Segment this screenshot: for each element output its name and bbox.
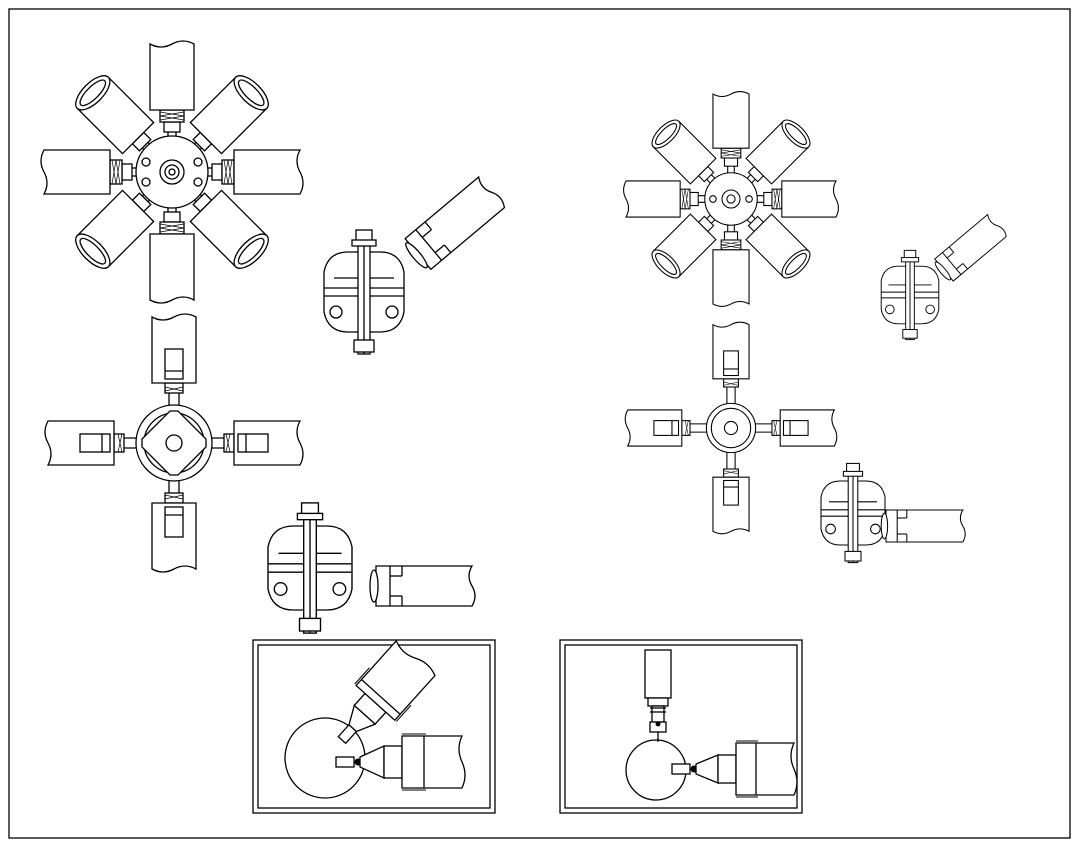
hub-6-spoke-large: [40, 40, 304, 304]
clamp-angled-large: [323, 174, 508, 355]
drawing-border: [8, 8, 1071, 839]
hub-6-spoke-small: [623, 91, 839, 307]
clamp-straight-large: [267, 502, 476, 634]
hub-4-spoke-large: [44, 313, 304, 573]
detail-ball-joint-vertical: [559, 639, 803, 814]
clamp-angled-small: [880, 212, 1009, 341]
hub-4-spoke-small: [624, 321, 838, 535]
clamp-straight-small: [820, 462, 966, 564]
detail-ball-joint-angled: [252, 639, 496, 814]
